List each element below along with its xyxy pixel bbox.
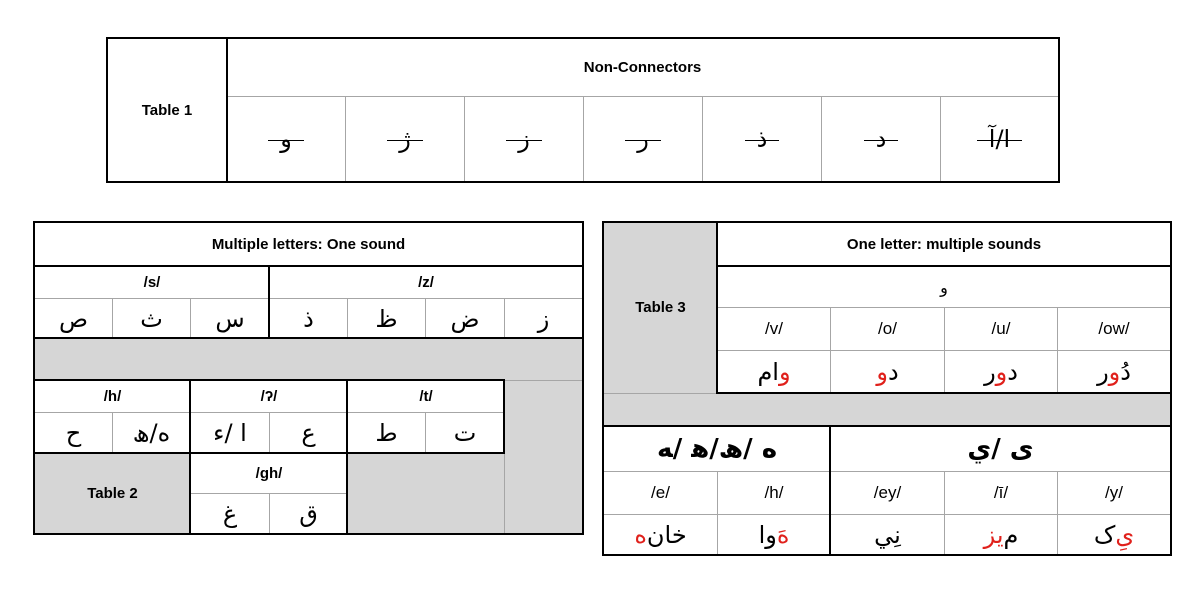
- spacer-row: [603, 393, 1171, 427]
- sound-cell: /ī/: [944, 471, 1058, 515]
- table-3-header: One letter: multiple sounds: [717, 222, 1171, 267]
- word-part: نِي: [874, 520, 901, 549]
- ye-letters: ی /ي: [830, 426, 1171, 472]
- letter-cell: ژ: [345, 96, 465, 182]
- divider: [346, 380, 348, 534]
- divider: [716, 222, 718, 394]
- letter-cell: ه/ھ: [112, 412, 191, 454]
- letter: ز: [506, 125, 542, 153]
- word-part: یِ: [1115, 520, 1135, 549]
- letter-cell: ر: [583, 96, 703, 182]
- divider: [829, 426, 831, 555]
- table-1-label: Table 1: [107, 38, 227, 182]
- word-part: و: [876, 358, 888, 386]
- divider: [226, 38, 228, 182]
- letter-cell: ع: [269, 412, 348, 454]
- divider: [34, 265, 583, 267]
- sound-cell: /y/: [1057, 471, 1171, 515]
- word-part: ک: [1093, 520, 1116, 549]
- sound-t: /t/: [347, 380, 505, 413]
- word-part: ر: [1097, 358, 1109, 386]
- divider: [34, 452, 505, 454]
- word-cell: هَوا: [717, 514, 831, 555]
- word-part: ر: [984, 358, 996, 386]
- word-part: و: [1108, 358, 1121, 386]
- letter-cell: ط: [347, 412, 426, 454]
- divider: [34, 379, 505, 381]
- sound-z: /z/: [269, 266, 583, 299]
- table-3-label: Table 3: [603, 222, 718, 394]
- word-part: هَ: [776, 520, 790, 549]
- letter-cell: ح: [34, 412, 113, 454]
- letter-cell: ض: [425, 298, 505, 339]
- letter-cell: ذ: [702, 96, 822, 182]
- divider: [603, 425, 1171, 427]
- word-part: ه: [634, 520, 647, 549]
- word-cell: یِک: [1057, 514, 1171, 555]
- letter: و: [268, 125, 304, 153]
- word-part: و: [995, 358, 1008, 386]
- sound-cell: /h/: [717, 471, 831, 515]
- letter-cell: ز: [464, 96, 584, 182]
- sound-cell: /v/: [717, 307, 831, 351]
- spacer-row: [34, 338, 583, 381]
- sound-glottal: /ʔ/: [190, 380, 348, 413]
- word-part: و: [778, 358, 791, 386]
- letter-cell: ث: [112, 298, 191, 339]
- letter: ر: [625, 125, 661, 153]
- divider: [503, 380, 505, 454]
- letter: د: [863, 125, 899, 153]
- letter-cell: ت: [425, 412, 505, 454]
- word-part: خان: [646, 520, 687, 549]
- word-part: وا: [758, 520, 777, 549]
- word-part: یز: [983, 520, 1004, 549]
- letter-cell: ذ: [269, 298, 348, 339]
- sound-cell: /e/: [603, 471, 718, 515]
- table-2-label: Table 2: [34, 453, 191, 534]
- letter-cell: د: [821, 96, 941, 182]
- letter-cell: ص: [34, 298, 113, 339]
- divider: [717, 392, 1171, 394]
- table-2-header: Multiple letters: One sound: [34, 222, 583, 267]
- table-1-header: Non-Connectors: [226, 38, 1059, 97]
- divider: [268, 266, 270, 338]
- letter-cell: ق: [269, 493, 348, 534]
- sound-cell: /ey/: [830, 471, 945, 515]
- word-part: م: [1003, 520, 1019, 549]
- letter-cell: غ: [190, 493, 270, 534]
- divider: [717, 265, 1171, 267]
- shaded-cell: [504, 380, 583, 534]
- letter-cell: ظ: [347, 298, 426, 339]
- letter: ژ: [387, 125, 423, 153]
- sound-h: /h/: [34, 380, 191, 413]
- letter-cell: س: [190, 298, 270, 339]
- he-letters: ه /ھ/ﮬ /ﻪ: [603, 426, 831, 472]
- letter: ذ: [744, 125, 780, 153]
- word-part: د: [1007, 358, 1018, 386]
- letter-cell: ا /ء: [190, 412, 270, 454]
- sound-cell: /u/: [944, 307, 1058, 351]
- sound-cell: /o/: [830, 307, 945, 351]
- letter-cell: و: [226, 96, 346, 182]
- letter-cell: ا/آ: [940, 96, 1059, 182]
- letter-cell: ز: [504, 298, 583, 339]
- sound-gh: /gh/: [190, 453, 348, 494]
- vav-letter: و: [717, 266, 1171, 308]
- letter: ا/آ: [976, 125, 1023, 153]
- divider: [189, 380, 191, 534]
- sound-s: /s/: [34, 266, 270, 299]
- word-cell: نِي: [830, 514, 945, 555]
- word-part: دُ: [1120, 358, 1131, 386]
- word-part: ام: [757, 358, 779, 386]
- shaded-cell: [347, 453, 505, 534]
- divider: [34, 337, 583, 339]
- sound-cell: /ow/: [1057, 307, 1171, 351]
- word-part: د: [887, 358, 899, 386]
